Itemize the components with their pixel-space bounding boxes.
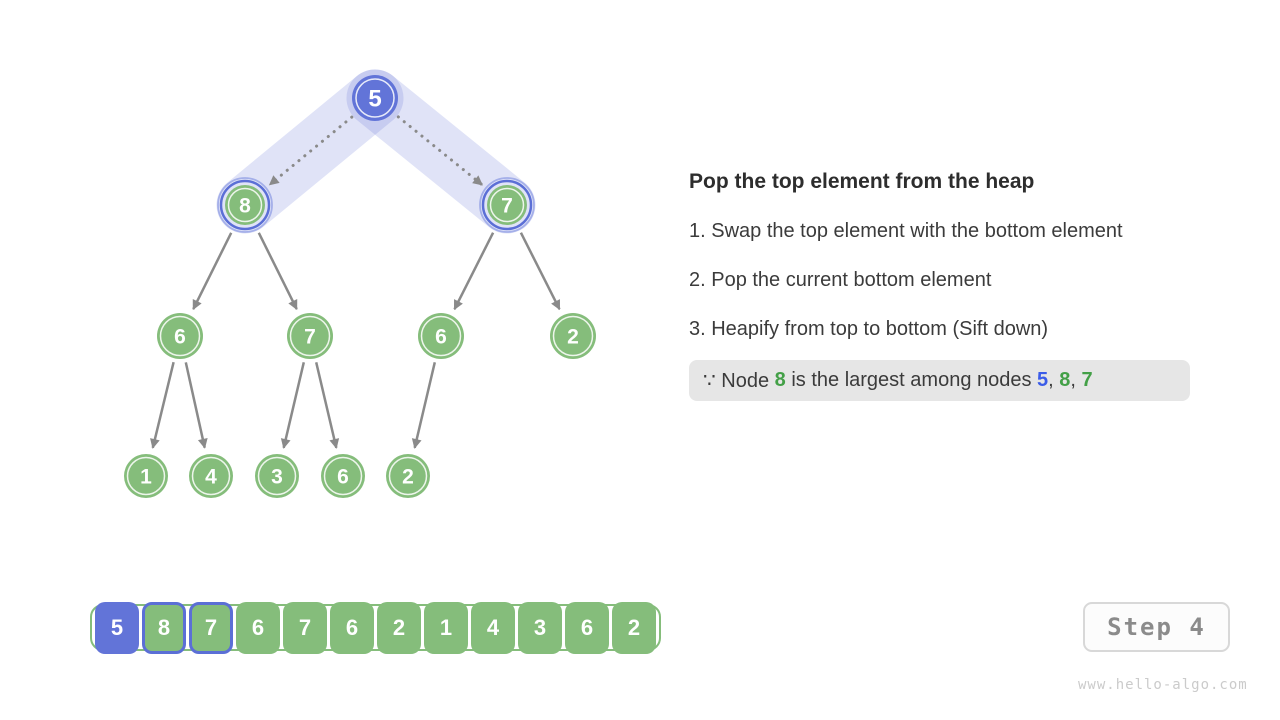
tree-node-value: 4 <box>205 466 217 489</box>
note-segment: is the largest among nodes <box>785 369 1038 391</box>
tree-node-7: 7 <box>287 313 333 359</box>
step-item: 1. Swap the top element with the bottom … <box>689 220 1123 242</box>
tree-node-value: 6 <box>435 326 447 349</box>
step-item: 2. Pop the current bottom element <box>689 269 992 291</box>
tree-node-value: 6 <box>337 466 349 489</box>
array-cell: 4 <box>471 601 515 654</box>
array-cell: 2 <box>377 601 421 654</box>
tree-node-value: 1 <box>140 466 152 489</box>
array-cell: 1 <box>424 601 468 654</box>
note-box: ∵ Node 8 is the largest among nodes 5, 8… <box>689 360 1190 401</box>
tree-edge <box>519 232 561 311</box>
array-cell: 7 <box>189 601 233 654</box>
tree-edge <box>192 232 233 311</box>
swap-arrow <box>396 115 484 187</box>
array-cell: 6 <box>565 601 609 654</box>
tree-edge <box>280 362 306 449</box>
step-list: 1. Swap the top element with the bottom … <box>689 218 1249 343</box>
tree-edge <box>257 232 298 311</box>
tree-node-value: 6 <box>174 326 186 349</box>
tree-node-6: 6 <box>321 454 365 498</box>
tree-edge <box>453 232 495 311</box>
note-segment: , <box>1048 369 1060 391</box>
tree-node-5: 5 <box>352 75 398 121</box>
tree-node-6: 6 <box>418 313 464 359</box>
note-segment: 8 <box>1059 369 1071 391</box>
array-cell: 5 <box>95 601 139 654</box>
explanation-panel: Pop the top element from the heap 1. Swa… <box>689 0 1249 401</box>
tree-node-7: 7 <box>479 177 535 233</box>
array-cell: 3 <box>518 601 562 654</box>
step-badge: Step 4 <box>1083 602 1230 652</box>
panel-title: Pop the top element from the heap <box>689 170 1035 193</box>
tree-edge <box>184 362 208 449</box>
array-cell: 2 <box>612 601 656 654</box>
tree-node-1: 1 <box>124 454 168 498</box>
tree-node-2: 2 <box>386 454 430 498</box>
watermark: www.hello-algo.com <box>1078 677 1248 693</box>
heap-tree-diagram: 5 8 7 6 7 6 2 1 4 3 6 2 <box>124 69 596 498</box>
tree-node-8: 8 <box>217 177 273 233</box>
note-segment: 8 <box>774 369 786 391</box>
note-segment: 5 <box>1037 369 1049 391</box>
note-segment: 7 <box>1081 369 1093 391</box>
tree-node-value: 3 <box>271 466 283 489</box>
tree-node-value: 7 <box>304 326 316 349</box>
tree-edge <box>150 361 175 449</box>
tree-edge <box>411 362 437 449</box>
array-cell: 7 <box>283 601 327 654</box>
tree-node-value: 2 <box>567 326 579 349</box>
swap-band <box>346 69 536 234</box>
tree-node-2: 2 <box>550 313 596 359</box>
swap-arrow <box>268 115 354 187</box>
tree-node-4: 4 <box>189 454 233 498</box>
tree-node-value: 5 <box>368 86 381 113</box>
note-segment: , <box>1070 369 1082 391</box>
tree-node-value: 2 <box>402 466 414 489</box>
note-segment: ∵ Node <box>703 370 775 392</box>
step-item: 3. Heapify from top to bottom (Sift down… <box>689 318 1049 340</box>
array-cell: 8 <box>142 601 186 654</box>
array-cell: 6 <box>330 601 374 654</box>
array-cell: 6 <box>236 601 280 654</box>
tree-edge <box>314 362 340 449</box>
tree-node-value: 8 <box>239 195 251 218</box>
tree-node-value: 7 <box>501 195 513 218</box>
tree-node-6: 6 <box>157 313 203 359</box>
tree-node-3: 3 <box>255 454 299 498</box>
